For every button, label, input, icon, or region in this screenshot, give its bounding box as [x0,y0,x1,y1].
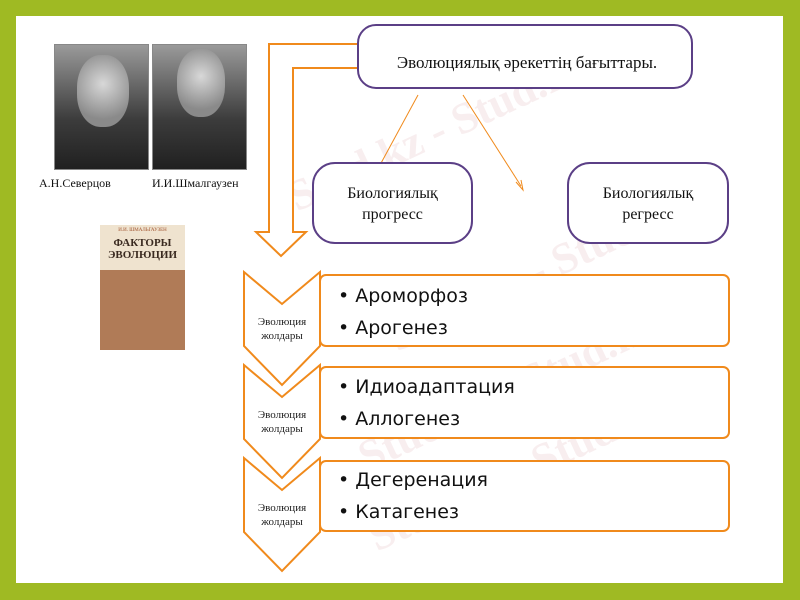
stage-items: Ароморфоз Арогенез [338,280,468,344]
chevron [243,455,321,573]
connector-arrow [462,94,522,187]
stage-items: Дегеренация Катагенез [338,464,488,528]
regress-box [567,162,729,244]
book-author: И.И. ШМАЛЬГАУЗЕН [118,228,167,233]
list-item: Ароморфоз [338,280,468,312]
list-item: Аллогенез [338,403,515,435]
progress-box [312,162,473,244]
title-box [357,24,693,89]
chevron [243,269,321,387]
bent-arrow [253,43,360,258]
photo-schmalhausen [152,44,247,170]
chevron [243,362,321,480]
arrowhead-icon [515,179,524,192]
caption-severtsov: А.Н.Северцов [39,176,111,190]
diagram-title: Эволюциялық әрекеттің бағыттары. [396,53,658,72]
list-item: Катагенез [338,496,488,528]
list-item: Идиоадаптация [338,371,515,403]
list-item: Арогенез [338,312,468,344]
stage-items: Идиоадаптация Аллогенез [338,371,515,435]
slide: Stud.kz - Stud.kz Stud.kz - Stud.kz Stud… [16,16,783,583]
connector-line [379,94,419,166]
caption-schmalhausen: И.И.Шмалгаузен [152,176,239,190]
photo-severtsov [54,44,149,170]
list-item: Дегеренация [338,464,488,496]
